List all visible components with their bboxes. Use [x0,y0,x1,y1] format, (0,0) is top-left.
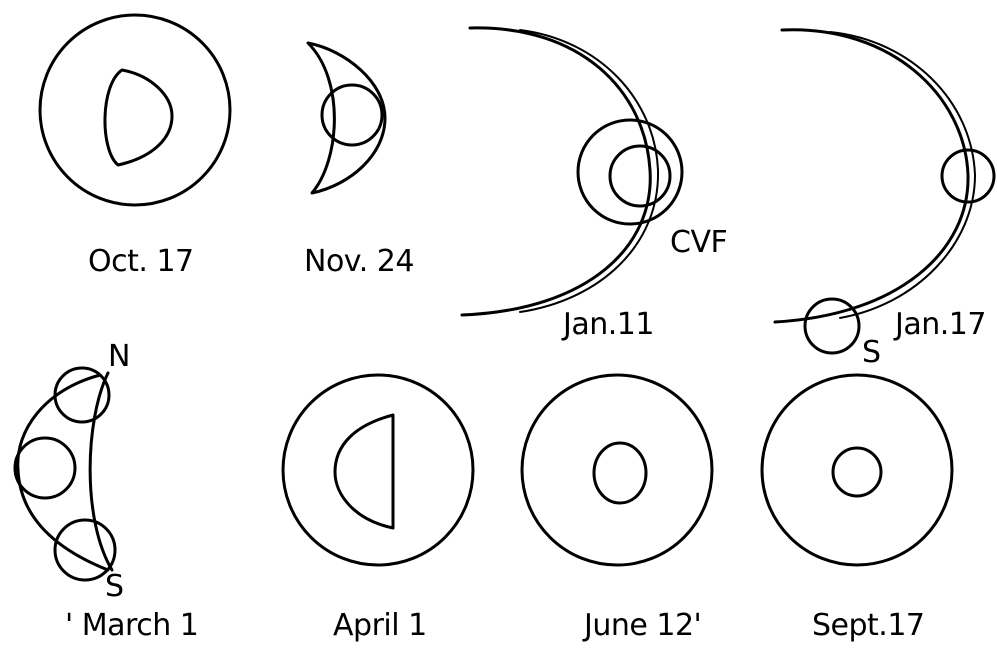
jan17-s-marker: S [862,338,881,368]
panel-march1-drawing [15,368,115,580]
april1-label: April 1 [333,611,427,641]
march1-n-marker: N [108,342,130,372]
jan11-outer-arc [462,28,650,315]
jan11-inner-arc [520,30,658,312]
nov24-small-circle [322,85,382,145]
sept17-outer-field-circle [762,375,952,565]
jan17-inner-arc [830,32,975,318]
nov24-crescent [308,43,385,193]
april1-half-field [335,415,393,528]
sept17-central-field [833,448,881,496]
panel-oct17-drawing [40,15,230,205]
panel-jan11-drawing [462,28,682,315]
jan11-cvf-circle [578,120,682,224]
jan11-cvf-marker: CVF [670,228,727,258]
jan17-s-circle [805,299,859,353]
march1-s-marker: S [105,572,124,602]
oct17-outer-field-circle [40,15,230,205]
jan17-outer-arc [775,30,968,322]
march1-outer-arc [18,375,108,570]
march1-middle-circle [15,438,75,498]
panel-june12-drawing [522,375,712,565]
april1-outer-field-circle [283,375,473,565]
nov24-label: Nov. 24 [304,247,414,277]
june12-central-field [594,443,646,503]
june12-outer-field-circle [522,375,712,565]
jan11-inner-circle [610,146,670,206]
march1-label: ' March 1 [65,611,198,641]
panel-jan17-drawing [775,30,994,353]
oct17-d-shaped-field [105,70,172,165]
panel-sept17-drawing [762,375,952,565]
june12-label: June 12' [584,611,701,641]
sept17-label: Sept.17 [812,611,925,641]
panel-april1-drawing [283,375,473,565]
jan11-label: Jan.11 [563,310,654,340]
oct17-label: Oct. 17 [88,247,194,277]
jan17-label: Jan.17 [895,310,986,340]
panel-nov24-drawing [308,43,385,193]
